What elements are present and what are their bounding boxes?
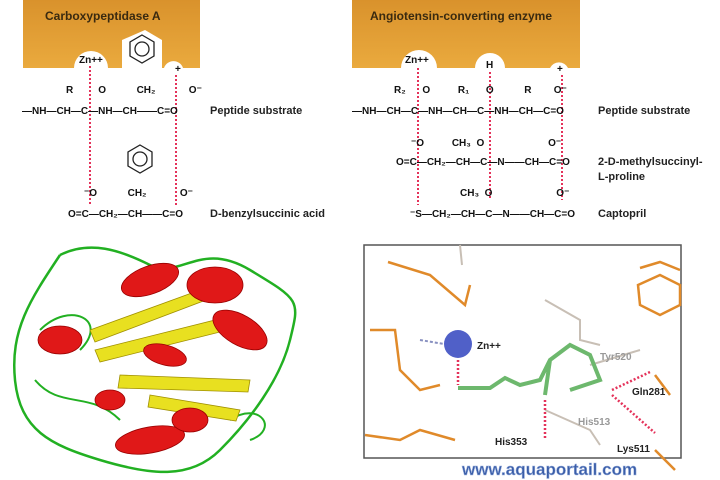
row-label: Peptide substrate [210, 105, 302, 117]
benzene-ring-icon [127, 144, 153, 174]
plus-label: + [175, 64, 181, 75]
active-site-panel: Zn++ Tyr520 Gln281 His513 His353 Lys511 [363, 244, 682, 471]
enzyme-pocket [352, 0, 580, 68]
row-label: D-benzylsuccinic acid [210, 208, 325, 220]
peptide-chain: —NH—CH—C—NH—CH—C—NH—CH—C=O [352, 106, 564, 117]
inhibitor-chain: O=C—CH₂—CH—C—N——CH—C=O [396, 157, 570, 168]
peptide-chain: —NH—CH—C—NH—CH——C=O [22, 106, 178, 117]
substituents: ⁻O CH₃ O O⁻ [411, 138, 561, 149]
plus-label: + [557, 64, 563, 75]
benzene-ring-icon [129, 34, 155, 64]
substituents: R O CH₂ O⁻ [66, 85, 202, 96]
substituents: CH₃ O O⁻ [460, 188, 569, 199]
substituents: ⁻O CH₂ O⁻ [84, 188, 193, 199]
cpa-title: Carboxypeptidase A [45, 9, 161, 23]
protein-ribbon-image [13, 246, 297, 474]
row-label: Peptide substrate [598, 105, 690, 117]
residue-label: His353 [495, 437, 528, 448]
ace-title: Angiotensin-converting enzyme [370, 9, 552, 23]
residue-label: Tyr520 [600, 352, 632, 363]
carboxypeptidase-panel: Carboxypeptidase A Zn++ + R O CH₂ O⁻ —NH… [22, 0, 325, 220]
watermark: www.aquaportail.com [461, 460, 637, 479]
zinc-label: Zn++ [477, 341, 501, 352]
zinc-label: Zn++ [79, 55, 103, 66]
zinc-label: Zn++ [405, 55, 429, 66]
inhibitor-chain: O=C—CH₂—CH——C=O [68, 209, 183, 220]
row-label: 2-D-methylsuccinyl- [598, 156, 703, 168]
substituents: R₂ O R₁ O R O⁻ [394, 85, 567, 96]
residue-label: Lys511 [617, 444, 650, 455]
ace-panel: Angiotensin-converting enzyme Zn++ H + R… [352, 0, 703, 220]
enzyme-pocket [23, 0, 200, 68]
inhibitor-chain: ⁻S—CH₂—CH—C—N——CH—C=O [410, 209, 575, 220]
residue-label: Gln281 [632, 387, 666, 398]
row-label: L-proline [598, 171, 645, 183]
zinc-ion [444, 330, 472, 358]
row-label: Captopril [598, 208, 646, 220]
hydrogen-label: H [486, 60, 493, 71]
residue-label: His513 [578, 417, 611, 428]
